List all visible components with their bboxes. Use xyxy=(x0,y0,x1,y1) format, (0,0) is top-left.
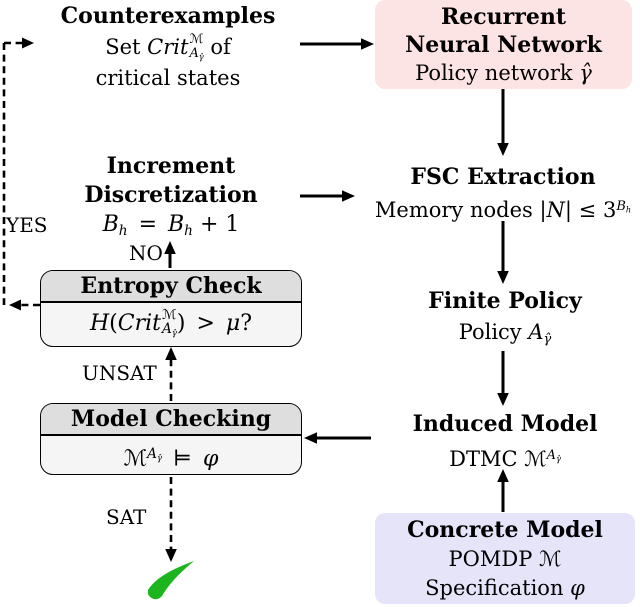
success-check-icon xyxy=(148,561,194,600)
arrowhead-increment-to-fsc xyxy=(342,190,355,202)
arrowhead-induced-to-model xyxy=(304,432,317,444)
counterexamples-critical-states: critical states xyxy=(95,66,241,90)
arrowhead-rnn-to-fsc xyxy=(497,143,509,156)
success-check-path xyxy=(148,561,194,600)
finite-policy-node: Finite Policy Policy Aγ̂ xyxy=(370,286,640,355)
fsc-title: FSC Extraction xyxy=(410,164,596,190)
concrete-model-title: Concrete Model xyxy=(407,517,603,543)
increment-title-line1: Increment xyxy=(106,153,236,179)
fsc-subtitle: Memory nodes |N| ≤ 3Bh xyxy=(374,198,632,223)
sat-label: SAT xyxy=(106,505,147,529)
arrowhead-fsc-to-finite xyxy=(497,271,509,284)
arrowhead-counterexamples-to-rnn xyxy=(361,38,374,50)
increment-formula: Bh = Bh + 1 xyxy=(102,212,240,240)
rnn-title-line1: Recurrent xyxy=(440,4,566,30)
arrowhead-entropy-to-loop xyxy=(9,299,21,311)
concrete-model-specification: Specification φ xyxy=(425,576,585,600)
model-checking-title: Model Checking xyxy=(41,404,301,436)
arrowhead-finite-to-induced xyxy=(497,393,509,406)
fsc-extraction-node: FSC Extraction Memory nodes |N| ≤ 3Bh xyxy=(355,162,640,225)
finite-policy-subtitle: Policy Aγ̂ xyxy=(458,320,552,347)
rnn-subtitle: Policy network γ̂ xyxy=(415,61,592,85)
no-label: NO xyxy=(129,241,163,265)
induced-model-node: Induced Model DTMC ℳAγ̂ xyxy=(375,409,635,475)
rnn-node: Recurrent Neural Network Policy network … xyxy=(375,0,632,89)
model-checking-node: Model Checking ℳAγ̂ ⊨ φ xyxy=(40,403,302,475)
increment-title-line2: Discretization xyxy=(84,182,258,208)
arrowhead-yes-to-counterexamples xyxy=(22,37,34,49)
model-checking-formula: ℳAγ̂ ⊨ φ xyxy=(123,446,219,472)
increment-discretization-node: Increment Discretization Bh = Bh + 1 xyxy=(59,152,283,246)
induced-model-subtitle: DTMC ℳAγ̂ xyxy=(449,447,561,472)
unsat-label: UNSAT xyxy=(82,361,157,385)
concrete-model-pomdp: POMDP ℳ xyxy=(448,547,562,571)
finite-policy-title: Finite Policy xyxy=(428,288,582,314)
entropy-check-title: Entropy Check xyxy=(41,271,301,303)
induced-model-title: Induced Model xyxy=(412,411,598,437)
concrete-model-node: Concrete Model POMDP ℳ Specification φ xyxy=(375,513,635,604)
arrowhead-unsat-to-entropy xyxy=(165,347,177,360)
yes-label: YES xyxy=(6,213,48,237)
rnn-title-line2: Neural Network xyxy=(405,32,602,58)
counterexamples-title: Counterexamples xyxy=(60,3,276,29)
